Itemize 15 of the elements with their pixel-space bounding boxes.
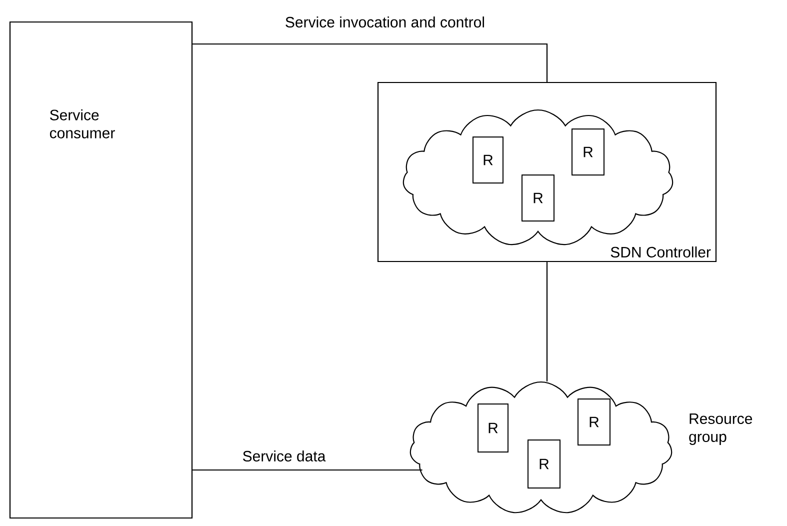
connector-line [192, 43, 548, 82]
node-caption: Resource group [689, 414, 752, 445]
consumer-box: Service consumer [9, 21, 193, 519]
resource-box: R [578, 398, 610, 446]
resource-box: R [572, 128, 604, 176]
edge-label: Service data [241, 449, 327, 462]
resource-box: R [522, 174, 554, 222]
resource-box: R [478, 404, 508, 452]
cloud-shape [402, 109, 674, 246]
connector-line [546, 262, 548, 382]
cloud-shape [410, 381, 672, 514]
resource-box: R [472, 136, 504, 184]
edge-label: Service invocation and control [284, 15, 486, 28]
resource-box: R [528, 440, 560, 488]
connector-line [192, 469, 422, 471]
